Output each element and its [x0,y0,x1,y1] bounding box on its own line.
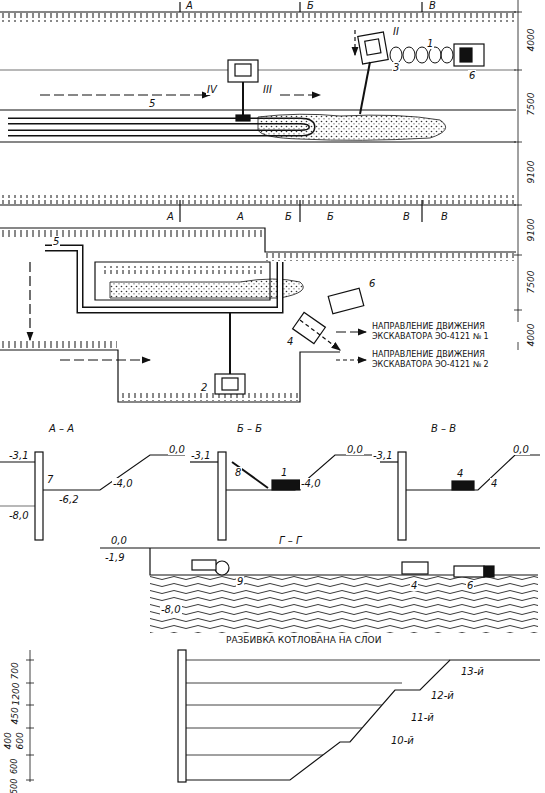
level-mark: -4,0 [112,478,134,489]
callout-number: 7 [46,474,54,485]
section-mark: А [185,0,194,11]
callout-number: 1 [280,467,288,478]
legend-sample [336,359,366,360]
callout-number: 6 [368,278,376,289]
legend-sample [336,331,366,332]
level-mark: -4,0 [300,478,322,489]
dimension: 600 [16,731,26,750]
dimension: 4000 [526,323,536,348]
section-mark: В [428,0,437,11]
callout-number: Г – Г [278,535,303,546]
callout-number: 8 [234,467,242,478]
dimension: 7500 [526,92,536,117]
level-mark: -3,1 [190,450,212,461]
legend-text: НАПРАВЛЕНИЕ ДВИЖЕНИЯ ЭКСКАВАТОРА ЭО-4121… [372,350,522,370]
callout-number: 11-й [410,712,435,723]
level-mark: 0,0 [110,535,128,546]
dimension: 1200 [11,682,21,707]
callout-number: А – А [48,423,75,434]
callout-number: 5 [52,236,60,247]
callout-number: III [262,84,273,95]
dimension: 9100 [526,218,536,243]
section-mark: Б [306,0,315,11]
level-mark: -6,2 [58,494,80,505]
callout-number: 6 [468,70,476,81]
callout-number: 12-й [430,690,455,701]
dimension: 500 [12,777,21,793]
dimension: 450 [11,706,21,725]
level-mark: 0,0 [512,444,530,455]
callout-number: 2 [200,382,208,393]
level-mark: -1,9 [104,552,126,563]
section-mark: Б [326,211,335,222]
legend-text: НАПРАВЛЕНИЕ ДВИЖЕНИЯ ЭКСКАВАТОРА ЭО-4121… [372,322,522,342]
callout-number: 1 [426,38,434,49]
callout-number: 13-й [460,666,485,677]
level-mark: 0,0 [168,444,186,455]
callout-number: II [392,26,400,37]
dimension: 7500 [526,270,536,295]
section-mark: А [166,211,175,222]
callout-number: 4 [456,468,464,479]
dimension: 4000 [526,28,536,53]
level-mark: -3,1 [8,450,30,461]
callout-number: 6 [466,580,474,591]
level-mark: -8,0 [8,510,30,521]
section-mark: Б [284,211,293,222]
callout-number: 3 [392,62,400,73]
dimension: 400 [4,731,14,750]
section-mark: В [440,211,449,222]
callout-number: РАЗБИВКА КОТЛОВАНА НА СЛОИ [225,636,382,646]
section-mark: А [236,211,245,222]
dimension: 9100 [526,160,536,185]
dimension: 600 [12,757,21,774]
level-mark: -8,0 [160,604,182,615]
callout-number: 10-й [390,735,415,746]
callout-number: IV [206,84,218,95]
callout-number: 9 [236,576,244,587]
callout-number: 4 [410,580,418,591]
callout-number: 5 [148,98,156,109]
callout-number: Б – Б [236,423,263,434]
callout-number: В – В [430,423,457,434]
callout-number: 4 [490,478,498,489]
callout-number: 4 [286,336,294,347]
level-mark: -3,1 [372,450,394,461]
section-mark: В [402,211,411,222]
level-mark: 0,0 [346,444,364,455]
dimension: 700 [11,661,21,680]
